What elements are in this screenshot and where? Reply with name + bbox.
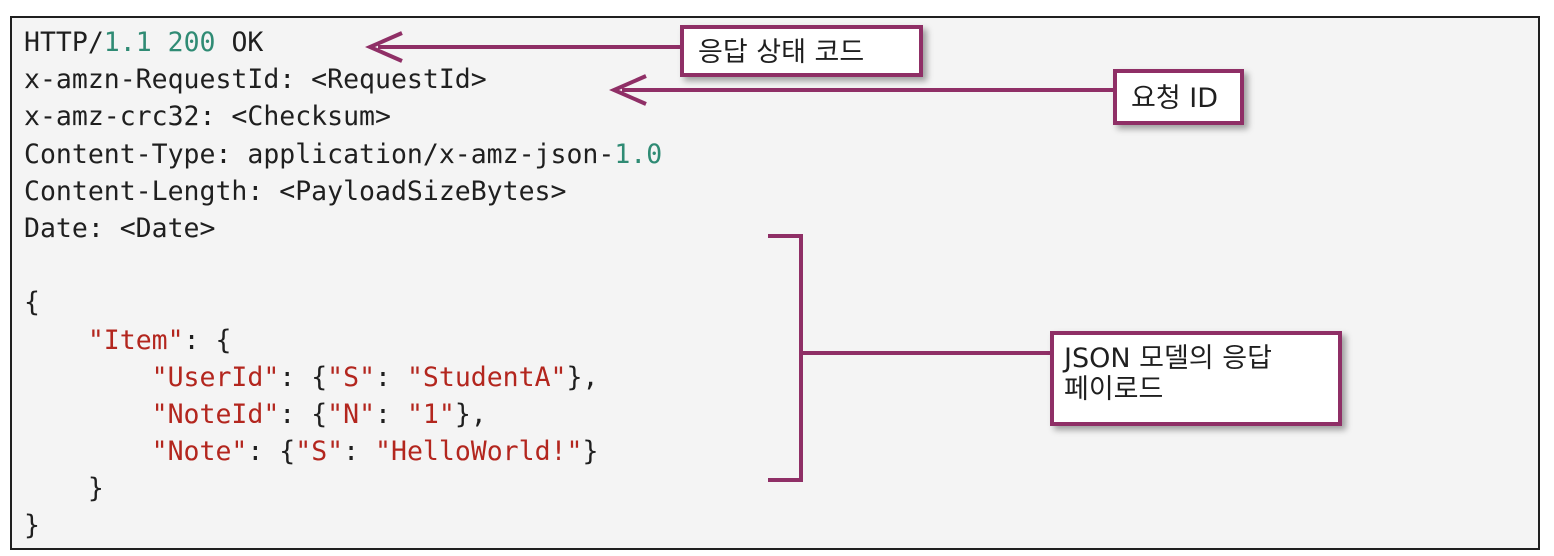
- code-token: {: [24, 287, 40, 319]
- code-string-token: "Note": [151, 436, 248, 468]
- code-line: "NoteId": {"N": "1"},: [24, 396, 662, 433]
- code-token: }: [24, 510, 40, 542]
- code-string-token: "S": [295, 436, 344, 468]
- code-string-token: "S": [327, 361, 376, 393]
- code-line: x-amzn-RequestId: <RequestId>: [24, 61, 662, 98]
- payload-callout: JSON 모델의 응답 페이로드: [1050, 331, 1342, 426]
- code-token: },: [566, 361, 599, 393]
- code-string-token: "HelloWorld!": [375, 436, 583, 468]
- code-token: }: [582, 436, 599, 468]
- status-code-callout-label: 응답 상태 코드: [698, 37, 865, 68]
- code-line: "Item": {: [24, 322, 662, 359]
- code-token: Content-Length: <PayloadSizeBytes>: [24, 175, 567, 207]
- code-line: {: [24, 284, 662, 321]
- code-line: "Note": {"S": "HelloWorld!"}: [24, 433, 662, 470]
- code-string-token: "1": [406, 398, 455, 430]
- request-id-callout: 요청 ID: [1113, 69, 1244, 125]
- code-string-token: "Item": [87, 324, 184, 356]
- code-panel: [10, 16, 1540, 550]
- code-number-token: 200: [167, 27, 216, 58]
- code-token: HTTP/: [24, 27, 104, 58]
- code-number-token: 1.0: [614, 138, 663, 170]
- code-token: OK: [215, 27, 264, 58]
- code-token: x-amz-crc32: <Checksum>: [24, 101, 391, 133]
- code-token: :: [375, 361, 407, 393]
- code-line: x-amz-crc32: <Checksum>: [24, 98, 662, 135]
- code-line: Content-Length: <PayloadSizeBytes>: [24, 173, 662, 210]
- code-token: Date: <Date>: [24, 212, 216, 244]
- payload-callout-line2: 페이로드: [1064, 374, 1164, 406]
- code-token: : {: [183, 324, 232, 356]
- code-token: }: [24, 473, 104, 505]
- code-line: }: [24, 470, 662, 507]
- code-token: : {: [279, 398, 328, 430]
- code-line: "UserId": {"S": "StudentA"},: [24, 359, 662, 396]
- code-token: : {: [247, 436, 296, 468]
- code-string-token: "UserId": [151, 361, 280, 393]
- code-number-token: 1.1: [103, 27, 152, 58]
- status-code-arrow: [365, 31, 680, 63]
- request-id-arrow: [609, 74, 1113, 106]
- code-string-token: "N": [327, 398, 376, 430]
- code-token: Content-Type: application/x-amz-json-: [24, 138, 615, 170]
- code-line: Date: <Date>: [24, 210, 662, 247]
- code-line: Content-Type: application/x-amz-json-1.0: [24, 136, 662, 173]
- code-line: HTTP/1.1 200 OK: [24, 24, 662, 61]
- code-string-token: "NoteId": [151, 398, 280, 430]
- code-token: :: [343, 436, 376, 468]
- code-token: },: [454, 398, 487, 430]
- code-string-token: "StudentA": [406, 361, 567, 393]
- code-token: :: [375, 398, 407, 430]
- request-id-callout-label: 요청 ID: [1131, 83, 1219, 114]
- status-code-callout: 응답 상태 코드: [680, 25, 923, 77]
- code-token: x-amzn-RequestId: <RequestId>: [24, 64, 487, 96]
- code-line: }: [24, 507, 662, 544]
- payload-callout-line1: JSON 모델의 응답: [1064, 343, 1272, 374]
- payload-bracket: [768, 234, 1050, 482]
- code-token: : {: [279, 361, 328, 393]
